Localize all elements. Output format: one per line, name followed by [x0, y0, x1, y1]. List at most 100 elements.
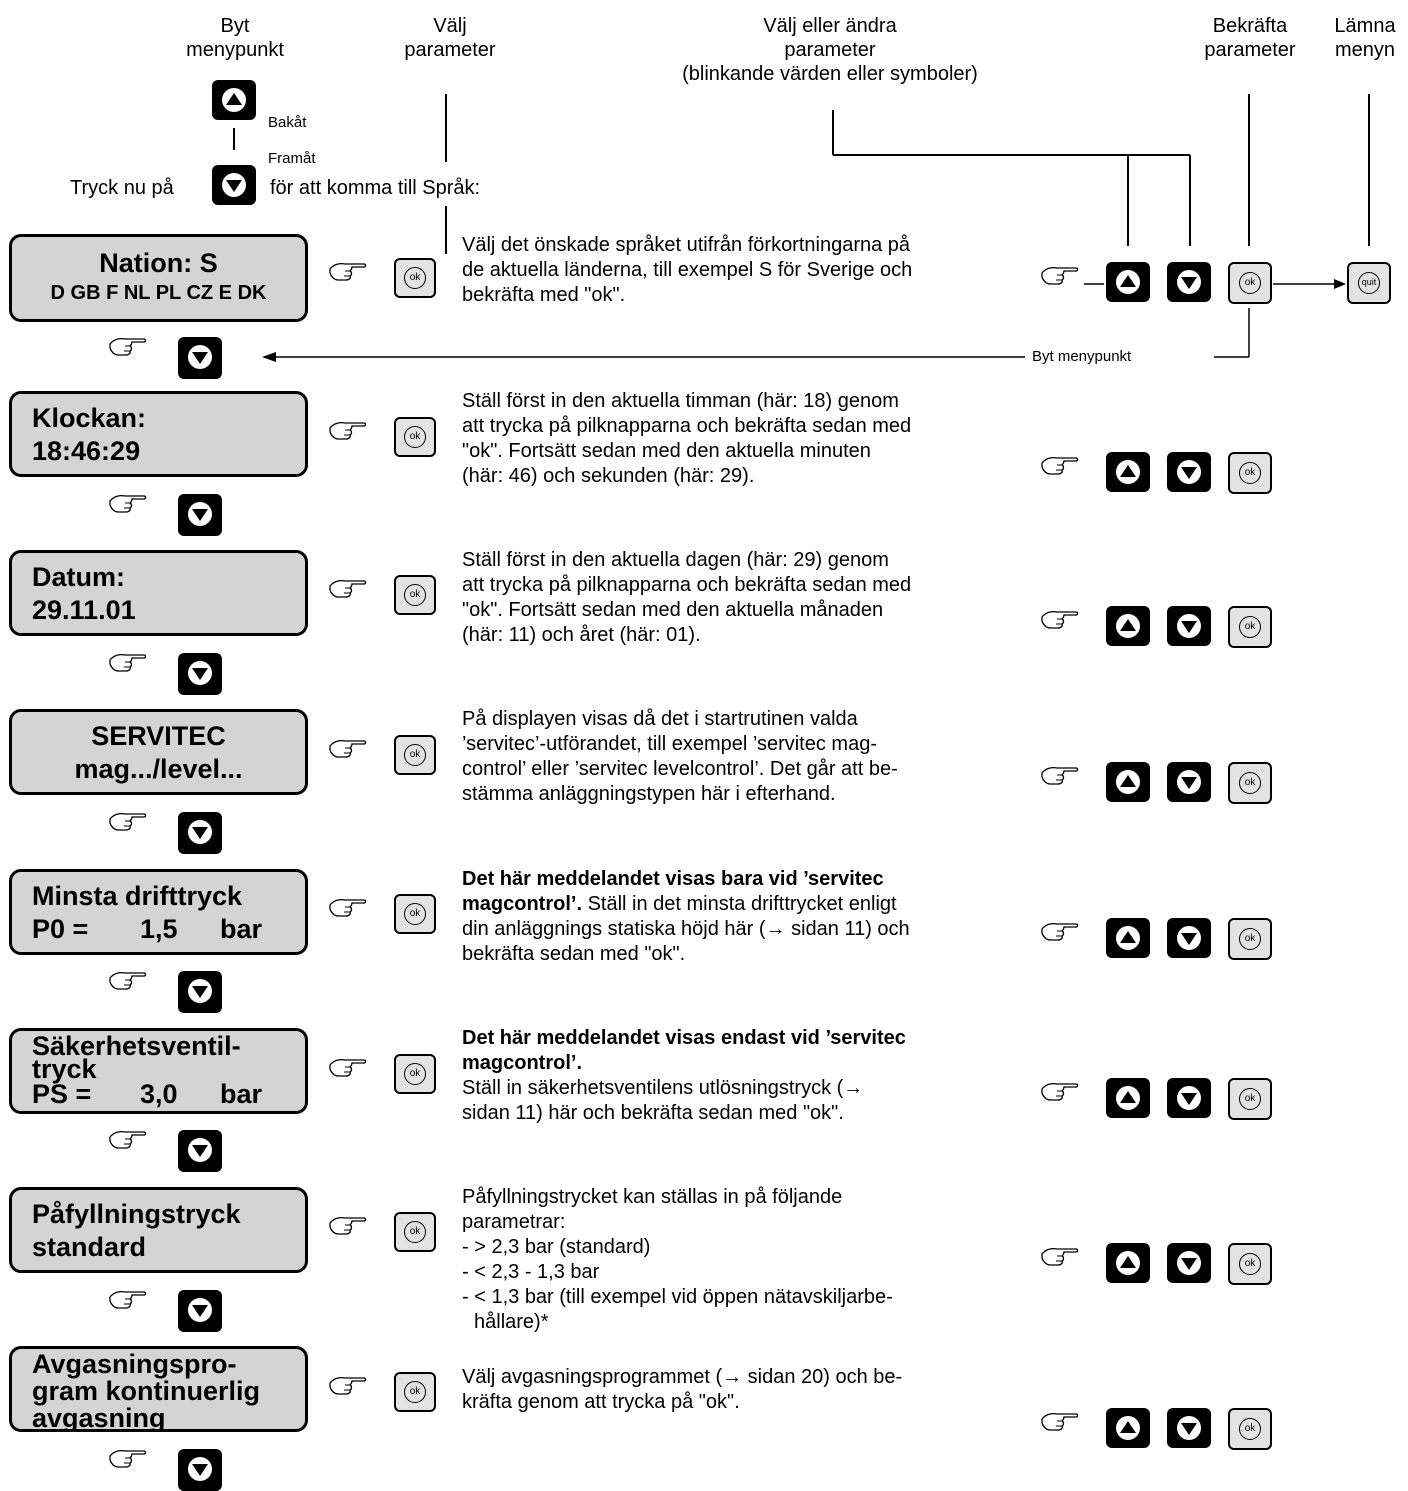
pointing-hand-icon: [328, 575, 368, 599]
up-arrow-icon: [222, 88, 246, 112]
down-arrow-button[interactable]: [1167, 452, 1211, 492]
up-arrow-button[interactable]: [1106, 762, 1150, 802]
up-arrow-button[interactable]: [1106, 1408, 1150, 1448]
pointing-hand-icon: [1040, 262, 1080, 286]
pointing-hand-icon: [108, 1126, 148, 1150]
pointing-hand-icon: [1040, 1408, 1080, 1432]
down-arrow-button[interactable]: [178, 812, 222, 854]
lcd-line-2: 29.11.01: [32, 595, 136, 625]
down-arrow-button[interactable]: [178, 1130, 222, 1172]
pointing-hand-icon: [1040, 1243, 1080, 1267]
ok-button[interactable]: ok: [394, 258, 436, 298]
lcd-line-1: Datum:: [32, 562, 125, 592]
ok-label: ok: [1239, 1418, 1261, 1440]
down-arrow-button[interactable]: [212, 165, 256, 205]
up-down-connector: [233, 128, 235, 150]
up-arrow-button[interactable]: [212, 80, 256, 120]
down-arrow-button[interactable]: [178, 337, 222, 379]
ok-button[interactable]: ok: [1228, 452, 1272, 494]
ok-label: ok: [1239, 772, 1261, 794]
ok-button[interactable]: ok: [1228, 262, 1272, 304]
step-description: Påfyllningstrycket kan ställas in på föl…: [462, 1186, 893, 1333]
ok-button[interactable]: ok: [394, 417, 436, 457]
ok-button[interactable]: ok: [394, 575, 436, 615]
ok-button[interactable]: ok: [1228, 1243, 1272, 1285]
pointing-hand-icon: [1040, 606, 1080, 630]
lcd-line-2: gram kontinuerlig: [32, 1376, 261, 1406]
ok-label: ok: [404, 267, 426, 289]
down-arrow-button[interactable]: [1167, 1078, 1211, 1118]
ok-button[interactable]: ok: [394, 1054, 436, 1094]
header-valj-andra-parameter: Välj eller ändra parameter (blinkande vä…: [682, 15, 978, 85]
header-bekrafta-parameter: Bekräfta parameter: [1204, 15, 1296, 61]
down-arrow-button[interactable]: [1167, 1243, 1211, 1283]
lcd-line-2: 18:46:29: [32, 436, 141, 466]
pointing-hand-icon: [108, 1445, 148, 1469]
tryck-nu-pa-text: Tryck nu på: [70, 177, 174, 199]
down-arrow-button[interactable]: [1167, 1408, 1211, 1448]
ok-button[interactable]: ok: [1228, 762, 1272, 804]
byt-menypunkt-label: Byt menypunkt: [1032, 348, 1132, 365]
ok-label: ok: [404, 426, 426, 448]
pointing-hand-icon: [108, 490, 148, 514]
lcd-line-1: Påfyllningstryck: [32, 1199, 241, 1229]
down-arrow-button[interactable]: [1167, 918, 1211, 958]
lcd-display: Klockan: 18:46:29: [9, 391, 308, 477]
pointing-hand-icon: [108, 333, 148, 357]
step-description: Det här meddelandet visas bara vid ’serv…: [462, 868, 910, 965]
ok-button[interactable]: ok: [394, 1212, 436, 1252]
pointing-hand-icon: [328, 417, 368, 441]
up-arrow-button[interactable]: [1106, 452, 1150, 492]
lcd-line-1: Klockan:: [32, 403, 147, 433]
header-valj-parameter: Välj parameter: [404, 15, 496, 61]
up-arrow-button[interactable]: [1106, 262, 1150, 302]
pointing-hand-icon: [328, 1212, 368, 1236]
for-att-komma-text: för att komma till Språk:: [270, 177, 481, 199]
bakat-label: Bakåt: [268, 114, 307, 131]
pointing-hand-icon: [328, 1372, 368, 1396]
ok-button[interactable]: ok: [1228, 606, 1272, 648]
ok-label: ok: [404, 1063, 426, 1085]
ok-button[interactable]: ok: [1228, 918, 1272, 960]
step-description: Ställ först in den aktuella timman (här:…: [462, 390, 912, 487]
down-arrow-button[interactable]: [1167, 606, 1211, 646]
down-arrow-button[interactable]: [178, 1290, 222, 1332]
lcd-display: Datum: 29.11.01: [9, 550, 308, 636]
ok-button[interactable]: ok: [394, 894, 436, 934]
ok-label: ok: [404, 903, 426, 925]
pointing-hand-icon: [108, 967, 148, 991]
lcd-line-1: Nation: S: [99, 248, 218, 278]
quit-label: quit: [1358, 272, 1380, 294]
header-lamna-menyn: Lämna menyn: [1334, 15, 1396, 61]
ok-button[interactable]: ok: [1228, 1078, 1272, 1120]
ok-button[interactable]: ok: [394, 1372, 436, 1412]
down-arrow-button[interactable]: [1167, 262, 1211, 302]
up-arrow-button[interactable]: [1106, 606, 1150, 646]
down-arrow-button[interactable]: [178, 971, 222, 1013]
up-arrow-button[interactable]: [1106, 1078, 1150, 1118]
up-arrow-button[interactable]: [1106, 1243, 1150, 1283]
down-arrow-button[interactable]: [178, 1449, 222, 1491]
lcd-line-1: Avgasningspro-: [32, 1349, 237, 1379]
up-arrow-button[interactable]: [1106, 918, 1150, 958]
pointing-hand-icon: [1040, 762, 1080, 786]
down-arrow-button[interactable]: [1167, 762, 1211, 802]
quit-button[interactable]: quit: [1347, 262, 1391, 304]
ok-label: ok: [1239, 272, 1261, 294]
ok-button[interactable]: ok: [1228, 1408, 1272, 1450]
ok-label: ok: [404, 1381, 426, 1403]
lcd-display: SERVITEC mag.../level...: [9, 709, 308, 795]
pointing-hand-icon: [328, 894, 368, 918]
ok-button[interactable]: ok: [394, 735, 436, 775]
step-description: På displayen visas då det i startrutinen…: [462, 708, 898, 805]
lcd-line-2: standard: [32, 1232, 147, 1262]
ok-label: ok: [1239, 462, 1261, 484]
pointing-hand-icon: [108, 1286, 148, 1310]
step-description: Välj avgasningsprogrammet (→ sidan 20) o…: [462, 1366, 903, 1413]
down-arrow-button[interactable]: [178, 653, 222, 695]
down-arrow-button[interactable]: [178, 494, 222, 536]
